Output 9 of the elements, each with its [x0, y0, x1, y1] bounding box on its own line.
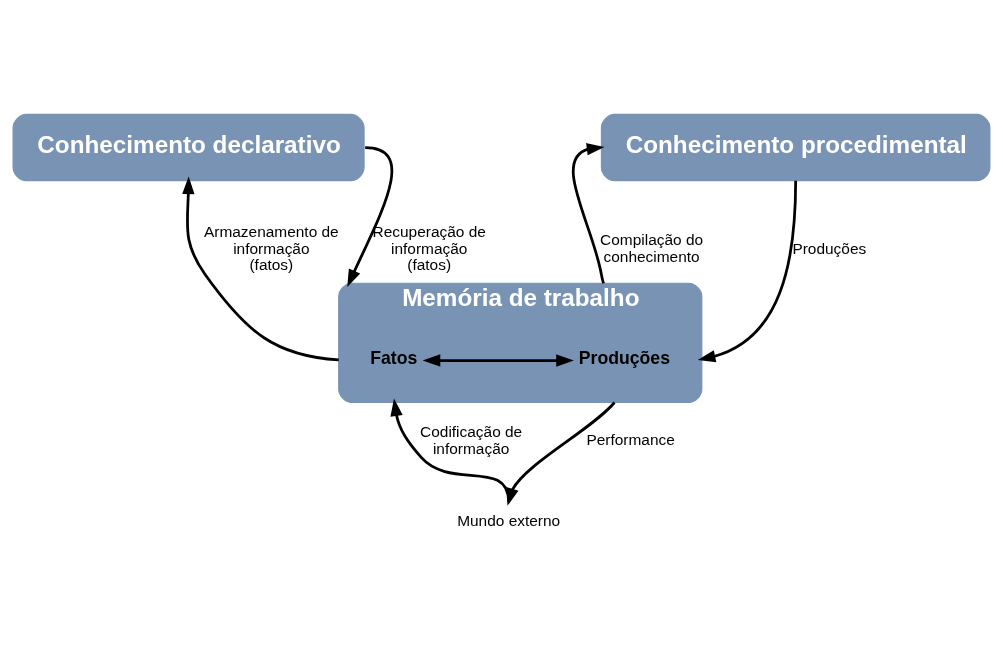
node-text: Fatos: [370, 347, 418, 368]
edge-label: Compilação do conhecimento: [600, 231, 704, 265]
edge-label: Performance: [586, 431, 675, 449]
edge-label: Produções: [792, 239, 867, 257]
node-text: Mundo externo: [457, 511, 561, 529]
edge-label: Recuperação de informação (fatos): [372, 223, 486, 274]
edge-label: Codificação de informação: [420, 422, 523, 457]
edge-label: Armazenamento de informação (fatos): [203, 223, 339, 274]
node-text: Produções: [578, 347, 671, 368]
